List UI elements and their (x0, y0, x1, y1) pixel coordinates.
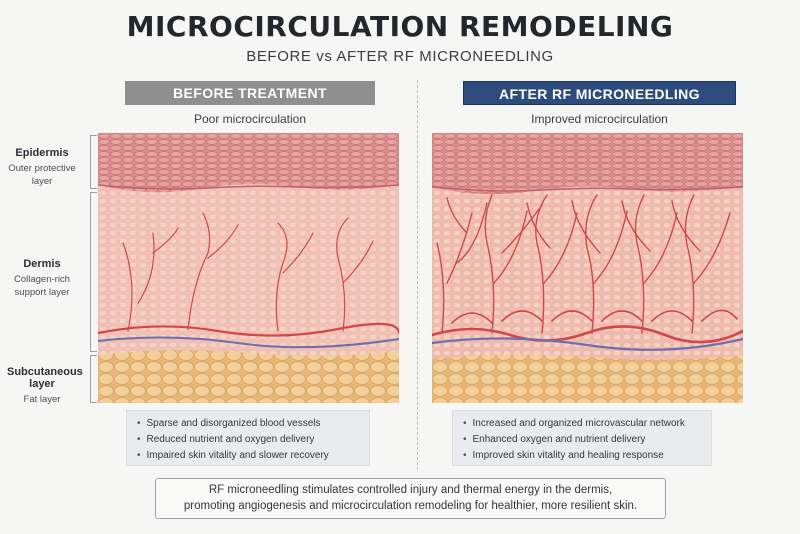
before-header: BEFORE TREATMENT (125, 81, 375, 105)
subcutaneous-bracket (90, 355, 97, 403)
before-skin-illustration (98, 133, 399, 403)
after-bullet-item: Enhanced oxygen and nutrient delivery (463, 432, 711, 448)
before-caption: Poor microcirculation (193, 112, 307, 126)
after-veins (432, 337, 743, 351)
epidermis-name: Epidermis (15, 147, 69, 159)
page-title: MICROCIRCULATION REMODELING (126, 10, 674, 43)
before-vessels (98, 212, 399, 337)
after-bullet-item: Improved skin vitality and healing respo… (463, 448, 711, 464)
before-bullet-list: Sparse and disorganized blood vessels Re… (126, 410, 370, 466)
before-fat-layer (98, 350, 399, 403)
after-fat-layer (432, 354, 743, 403)
epidermis-bracket (90, 135, 97, 189)
after-bullet-list: Increased and organized microvascular ne… (452, 410, 712, 466)
before-epidermis-layer (98, 133, 399, 193)
before-bullet-item: Reduced nutrient and oxygen delivery (137, 432, 369, 448)
after-bullet-item: Increased and organized microvascular ne… (463, 416, 711, 432)
subcutaneous-name: Subcutaneous layer (7, 366, 83, 390)
before-bullet-item: Impaired skin vitality and slower recove… (137, 448, 369, 464)
page-subtitle: BEFORE vs AFTER RF MICRONEEDLING (246, 48, 554, 65)
footer-summary: RF microneedling stimulates controlled i… (155, 478, 666, 519)
before-bullet-item: Sparse and disorganized blood vessels (137, 416, 369, 432)
after-skin-illustration (432, 133, 743, 403)
footer-line-2: promoting angiogenesis and microcirculat… (183, 500, 638, 512)
dermis-bracket (90, 192, 97, 352)
before-veins (98, 336, 399, 349)
after-caption: Improved microcirculation (531, 112, 668, 126)
subcutaneous-desc: Fat layer (23, 394, 61, 405)
dermis-name: Dermis (23, 258, 61, 270)
subcutaneous-label: Subcutaneous layer Fat layer (0, 366, 84, 406)
after-epidermis-layer (432, 133, 743, 195)
footer-line-1: RF microneedling stimulates controlled i… (208, 484, 613, 496)
after-header: AFTER RF MICRONEEDLING (463, 81, 736, 105)
center-divider (417, 80, 418, 470)
after-vessels (432, 194, 743, 344)
